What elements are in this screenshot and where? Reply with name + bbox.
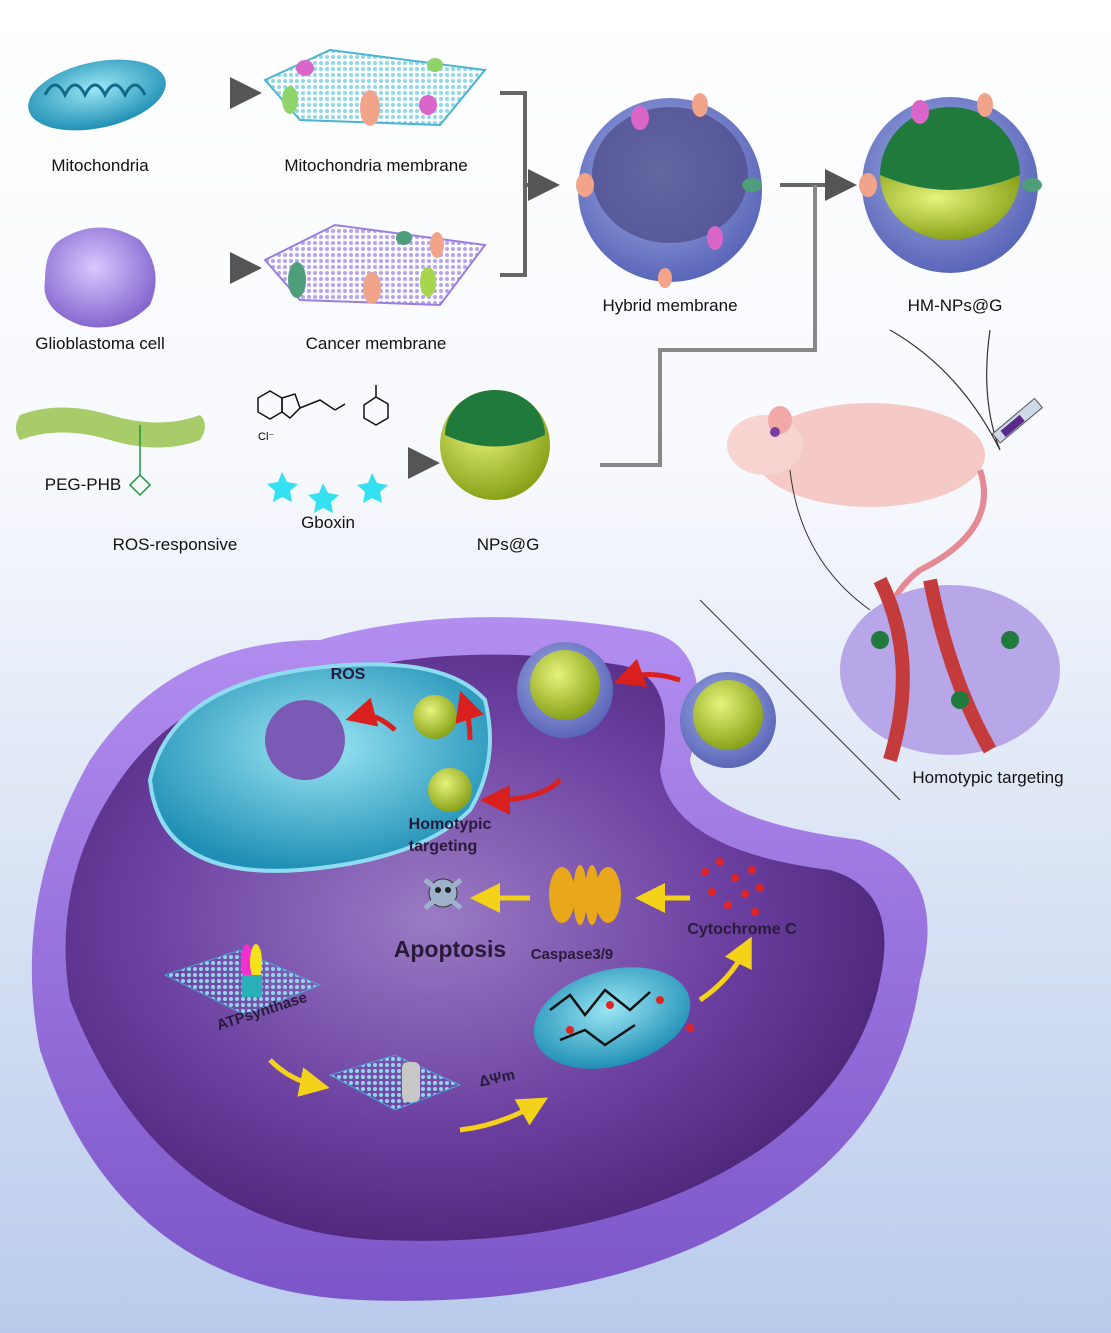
skull-icon bbox=[423, 878, 463, 910]
label-nps-g: NPs@G bbox=[476, 535, 540, 554]
label-mitochondria: Mitochondria bbox=[51, 156, 149, 175]
inner-mitochondrion-illustration bbox=[147, 662, 492, 873]
gboxin-structure bbox=[257, 385, 389, 426]
label-homotypic-targeting: Homotypic targeting bbox=[912, 768, 1064, 787]
label-apoptosis: Apoptosis bbox=[393, 936, 507, 962]
peg-phb-polymer-illustration bbox=[16, 407, 205, 497]
endocytosed-nanoparticles bbox=[517, 642, 776, 768]
label-cancer-membrane: Cancer membrane bbox=[305, 334, 447, 353]
syringe-icon bbox=[991, 397, 1044, 444]
mouse-illustration bbox=[727, 403, 987, 661]
merge-bracket-arrow bbox=[500, 91, 548, 277]
label-gboxin: Gboxin bbox=[301, 513, 355, 532]
hybrid-membrane-illustration bbox=[576, 93, 762, 288]
label-glioblastoma-cell: Glioblastoma cell bbox=[35, 334, 165, 353]
label-peg-phb: PEG-PHB bbox=[44, 475, 122, 494]
label-caspase: Caspase3/9 bbox=[530, 946, 614, 963]
caspase-protein-illustration bbox=[549, 865, 621, 925]
label-cytochrome-c: Cytochrome C bbox=[687, 921, 797, 938]
gboxin-stars bbox=[267, 472, 388, 513]
hm-nps-g-illustration bbox=[859, 93, 1042, 273]
damaged-atp-synthase-illustration bbox=[328, 1054, 462, 1111]
label-homotypic-line2: targeting bbox=[408, 838, 478, 855]
connector-nps-to-hm bbox=[600, 185, 817, 467]
label-ros-responsive: ROS-responsive bbox=[112, 535, 238, 554]
mitochondria-illustration bbox=[28, 59, 166, 131]
tumor-cluster-illustration bbox=[840, 576, 1060, 763]
cytochrome-c-dots bbox=[701, 858, 764, 916]
label-homotypic-line1: Homotypic bbox=[408, 816, 492, 833]
mitochondria-membrane-illustration bbox=[263, 48, 487, 127]
red-arrows bbox=[345, 658, 681, 815]
nps-g-illustration bbox=[440, 390, 550, 500]
gboxin-counterion: Cl⁻ bbox=[258, 431, 274, 443]
cancer-membrane-illustration bbox=[263, 223, 487, 307]
label-hm-nps-g: HM-NPs@G bbox=[907, 296, 1003, 315]
yellow-arrows bbox=[268, 883, 752, 1133]
label-ros: ROS bbox=[330, 666, 366, 683]
damaged-mitochondrion-illustration bbox=[533, 967, 694, 1069]
label-mitochondria-membrane: Mitochondria membrane bbox=[284, 156, 468, 175]
label-hybrid-membrane: Hybrid membrane bbox=[602, 296, 738, 315]
glioblastoma-cell-illustration bbox=[44, 227, 156, 328]
atp-synthase-membrane-illustration bbox=[163, 944, 322, 1016]
zoom-lines-tumor bbox=[699, 469, 901, 801]
